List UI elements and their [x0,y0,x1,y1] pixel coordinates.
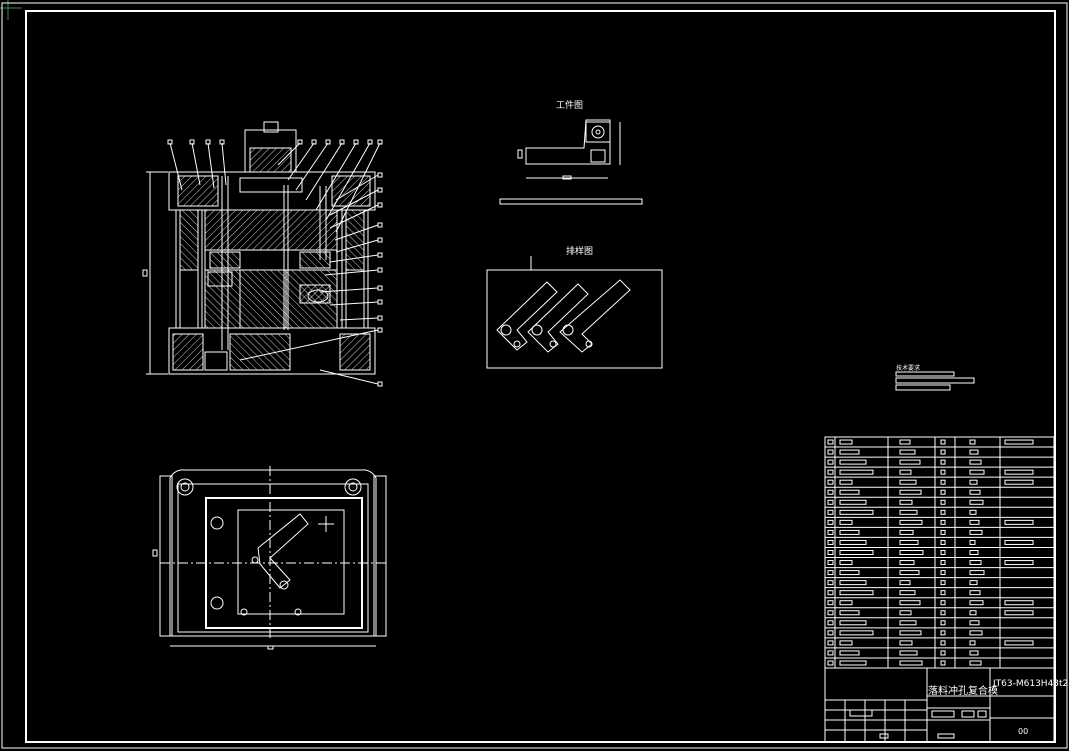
technical-requirements: 技术要求 [895,364,975,391]
parts-list-table [824,436,1055,669]
title-block: 落料冲孔复合模 JT63-M613H43t2 00 [824,667,1068,743]
drawing-title: 落料冲孔复合模 [928,684,998,697]
workpiece-view: 工件图 [499,99,643,205]
lower-die-plate [168,327,376,375]
drawing-frame [25,10,1056,743]
sheet-code: 00 [1018,727,1028,736]
die-plan-view [152,466,387,650]
die-plate-outline [205,497,363,629]
drawing-number: JT63-M613H43t2 [992,679,1068,689]
die-section-view [142,121,383,387]
tech-req-label: 技术要求 [896,364,920,372]
punch-plate [204,209,338,251]
strip-layout-label: 排样图 [566,245,593,257]
workpiece-label: 工件图 [556,99,583,111]
shank [263,121,279,133]
strip-layout-view: 排样图 [486,245,663,369]
